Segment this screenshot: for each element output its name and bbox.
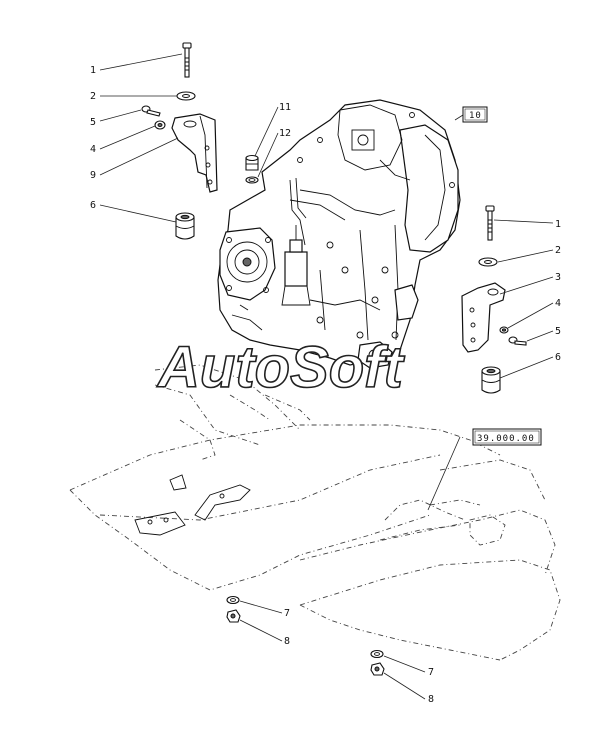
bracket-9 <box>171 113 218 193</box>
nut-8-left <box>226 609 241 623</box>
callout-9: 9 <box>90 170 96 181</box>
screw-5-left <box>141 105 161 117</box>
washer-4-right <box>499 326 509 334</box>
callout-8-right: 8 <box>428 694 434 705</box>
bracket-3 <box>461 282 506 353</box>
callout-5-left: 5 <box>90 117 96 128</box>
chassis-frame-outline <box>69 364 561 661</box>
washer-2-right <box>478 257 498 267</box>
ref-box-transmission: 10 <box>462 106 488 123</box>
callout-6-right: 6 <box>555 352 561 363</box>
callout-7-left: 7 <box>284 608 290 619</box>
callout-12: 12 <box>279 128 291 139</box>
callout-1-left: 1 <box>90 65 96 76</box>
ref-box-transmission-label: 10 <box>469 111 482 121</box>
callout-2-left: 2 <box>90 91 96 102</box>
transmission-assembly <box>217 99 461 369</box>
mount-6-right <box>481 366 501 394</box>
nut-8-right <box>370 662 385 676</box>
watermark-logo: AutoSoft <box>156 335 405 400</box>
callout-7-right: 7 <box>428 667 434 678</box>
callout-11: 11 <box>279 102 291 113</box>
washer-7-right <box>370 649 384 659</box>
callout-5-right: 5 <box>555 326 561 337</box>
callout-4-left: 4 <box>90 144 96 155</box>
callout-3: 3 <box>555 272 561 283</box>
leader-lines <box>99 53 554 700</box>
screw-5-right <box>508 336 527 346</box>
bolt-1-left <box>182 42 192 78</box>
callout-1-right: 1 <box>555 219 561 230</box>
callout-6-left: 6 <box>90 200 96 211</box>
callout-labels: 1 2 5 4 9 6 11 12 1 2 3 4 5 6 7 8 7 8 <box>90 65 561 705</box>
washer-7-left <box>226 595 240 605</box>
plug-11 <box>245 154 259 171</box>
frame-bracket-left <box>134 474 251 536</box>
ref-box-frame-label: 39.000.00 <box>477 434 535 444</box>
ref-box-frame: 39.000.00 <box>472 428 542 446</box>
seal-12 <box>245 176 259 184</box>
callout-4-right: 4 <box>555 298 561 309</box>
washer-4-left <box>154 120 166 130</box>
mount-6-left <box>175 212 195 240</box>
bolt-1-right <box>485 205 495 241</box>
washer-2-left <box>176 91 196 101</box>
callout-8-left: 8 <box>284 636 290 647</box>
callout-2-right: 2 <box>555 245 561 256</box>
